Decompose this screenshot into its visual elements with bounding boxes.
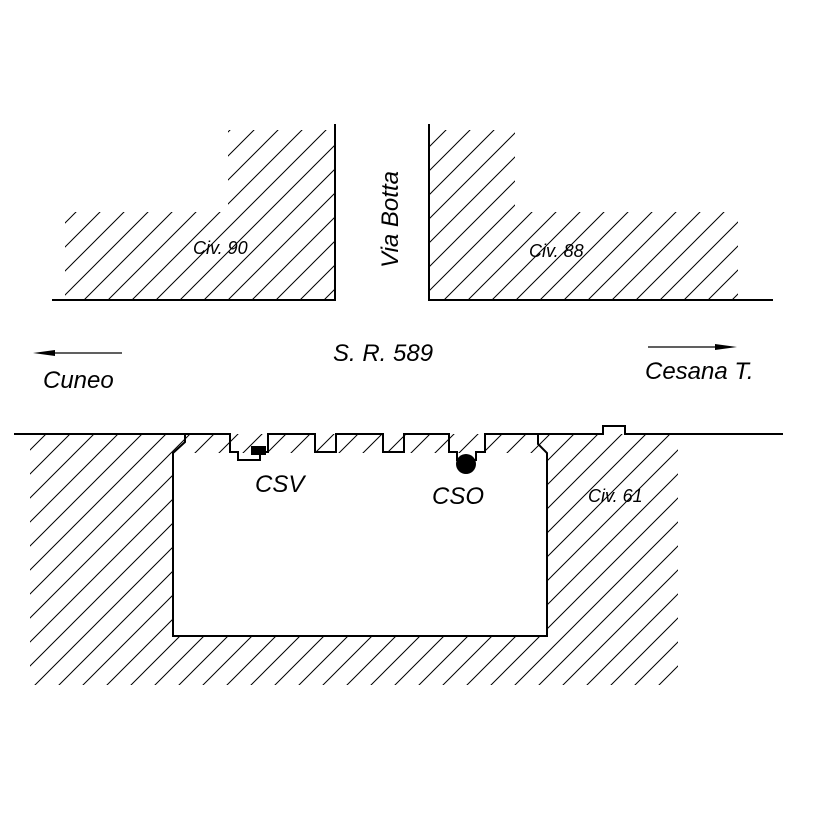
- arrow-to-cuneo: [33, 350, 122, 356]
- arrow-to-cesana: [648, 344, 737, 350]
- civ-61-label: Civ. 61: [588, 486, 643, 506]
- building-civ-90: [52, 124, 336, 301]
- cso-label: CSO: [432, 483, 484, 510]
- road-label: S. R. 589: [333, 340, 433, 367]
- cuneo-label: Cuneo: [43, 367, 114, 394]
- building-civ-88: [428, 124, 773, 301]
- civ-88-label: Civ. 88: [529, 241, 584, 261]
- csv-cabinet-marker: [251, 446, 266, 455]
- civ-90-label: Civ. 90: [193, 238, 248, 258]
- building-civ-61: [30, 434, 678, 685]
- cesana-label: Cesana T.: [645, 358, 754, 385]
- cso-cabinet-marker: [456, 454, 476, 474]
- csv-label: CSV: [255, 471, 306, 498]
- via-botta-label: Via Botta: [377, 171, 404, 268]
